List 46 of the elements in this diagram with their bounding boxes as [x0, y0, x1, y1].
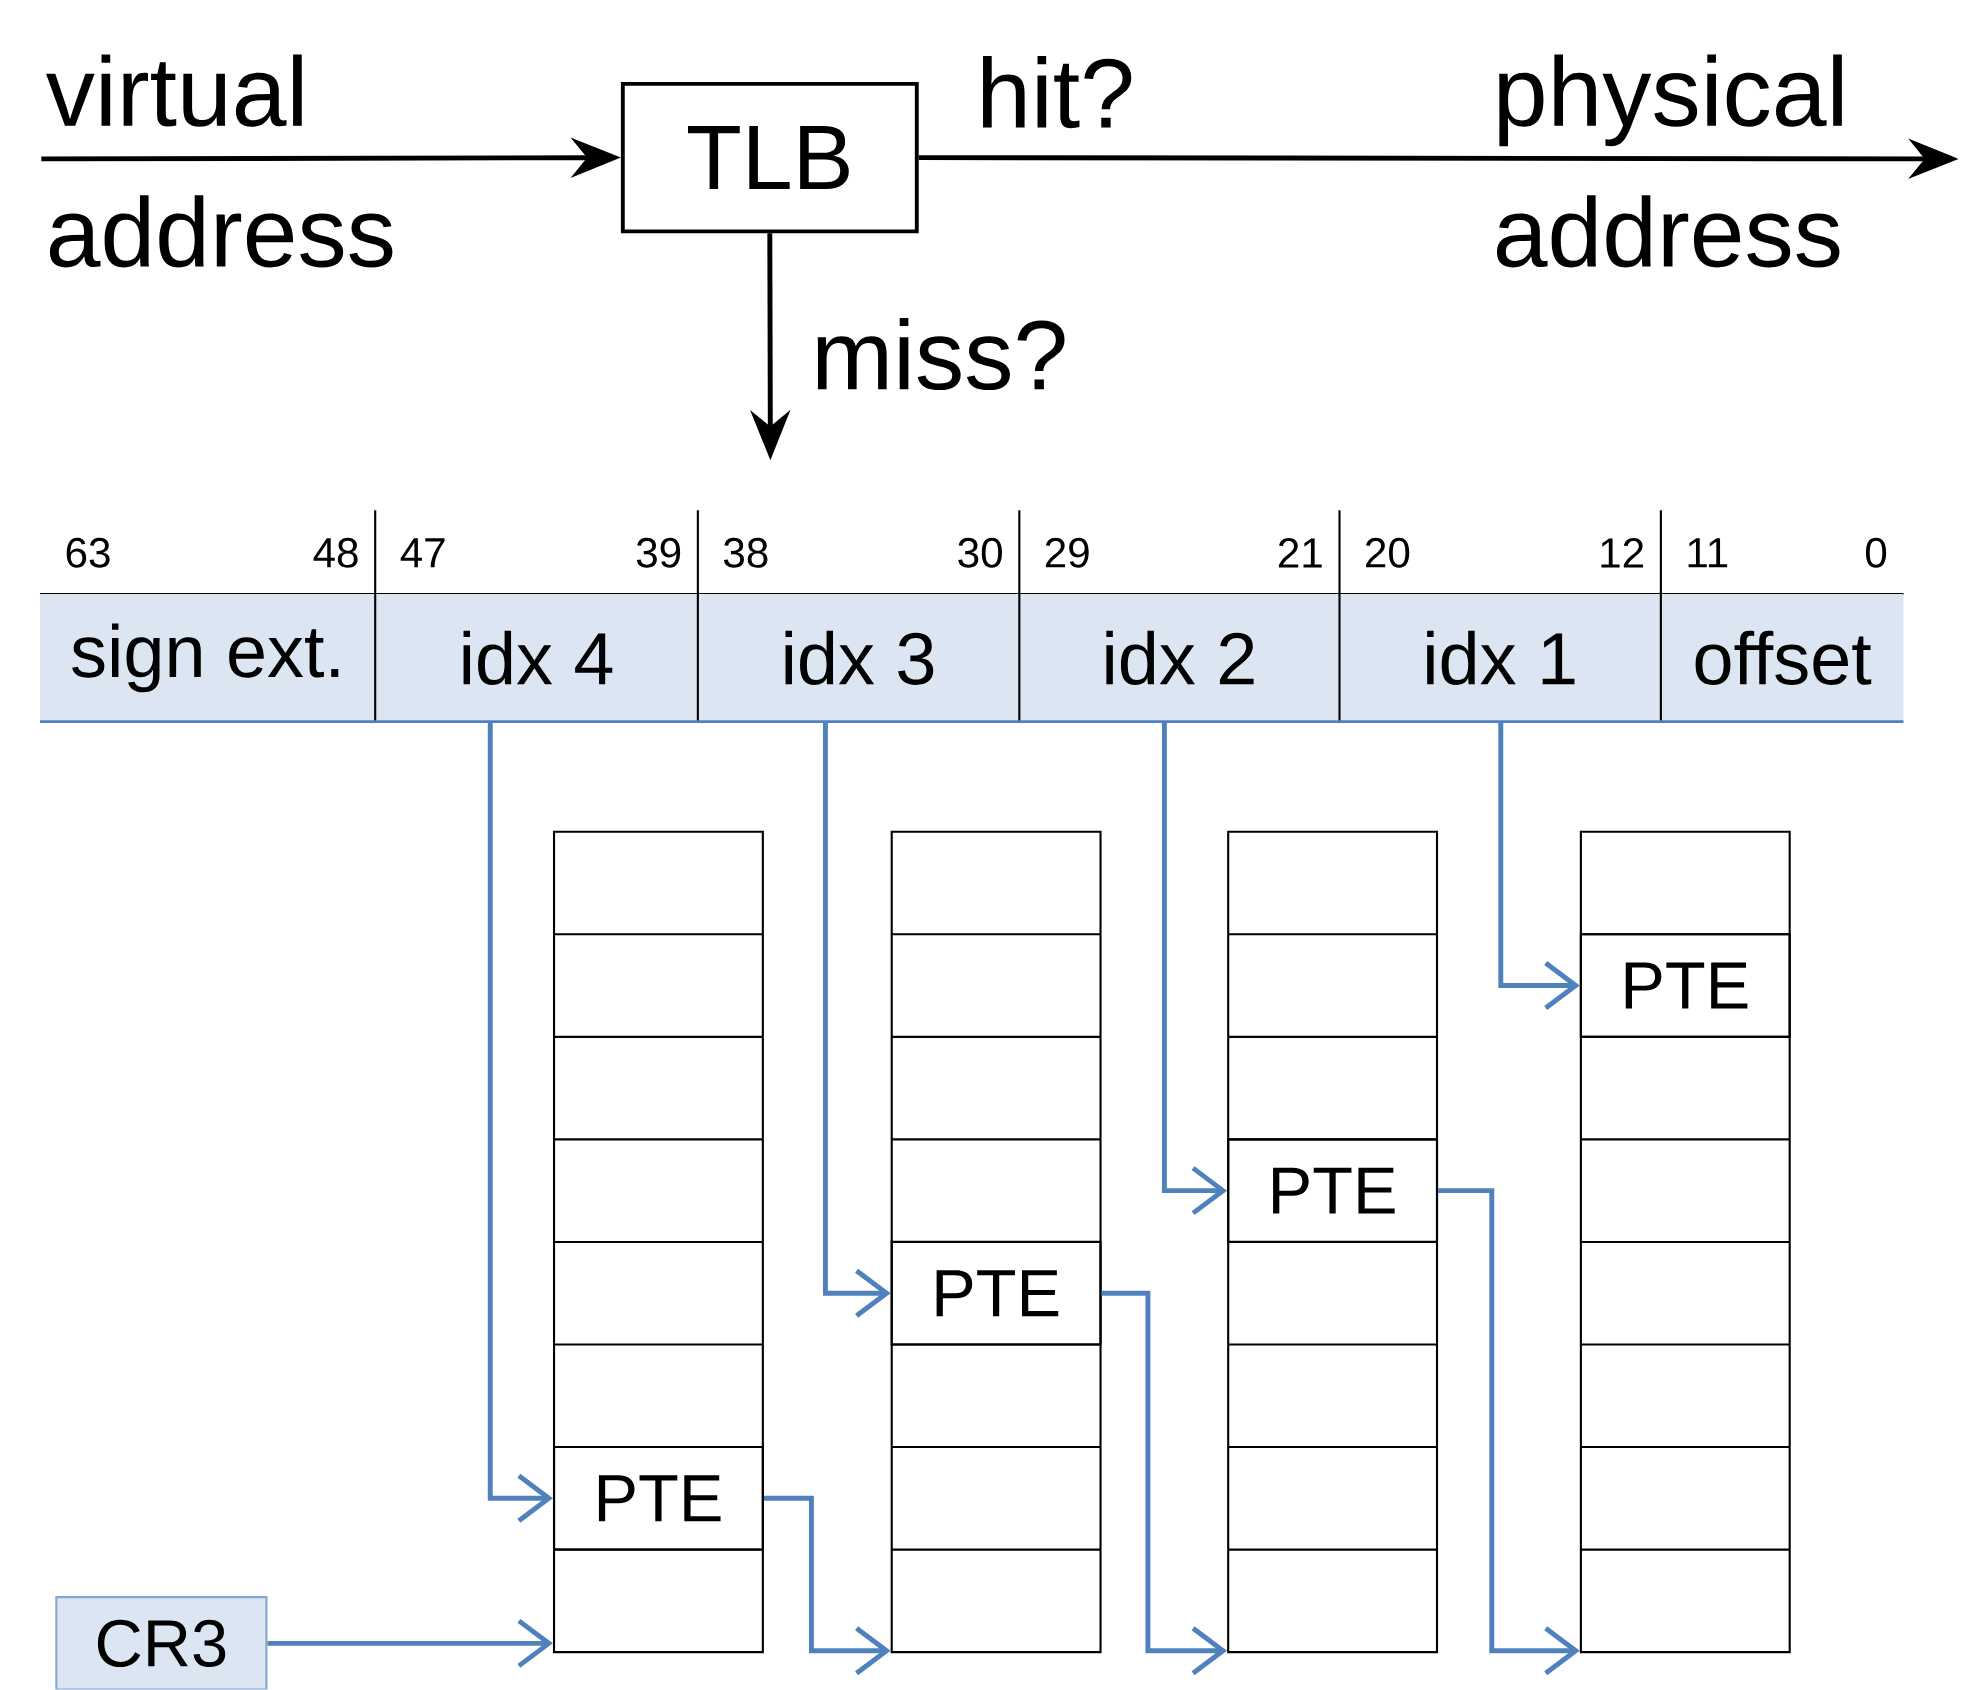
- address-field-cell: idx 1: [1339, 594, 1661, 722]
- address-label: physical address: [1496, 54, 1842, 268]
- tlb-box: TLB: [620, 82, 919, 234]
- bit-number: 12: [1601, 538, 1643, 568]
- arrow: [763, 1496, 891, 1676]
- bit-number: 39: [636, 538, 681, 568]
- arrow: [1161, 722, 1228, 1216]
- arrow: [1438, 1188, 1580, 1676]
- bit-number: 63: [66, 538, 110, 568]
- bit-number: 30: [958, 538, 1002, 568]
- bit-number: 20: [1366, 538, 1410, 568]
- bit-number: 38: [724, 538, 768, 568]
- node-label: idx 3: [785, 630, 934, 686]
- bit-number: 21: [1278, 538, 1322, 568]
- bit-number: 47: [400, 538, 445, 568]
- edge-label: hit?: [983, 56, 1132, 129]
- bit-number: 29: [1045, 538, 1089, 568]
- arrow: [487, 722, 553, 1523]
- node-label: offset: [1695, 630, 1872, 686]
- register-box: CR3: [55, 1596, 268, 1690]
- address-field-cell: offset: [1660, 594, 1904, 722]
- bit-number: 11: [1688, 538, 1728, 568]
- table-entry: PTE: [890, 1241, 1102, 1346]
- address-field-cell: sign ext.: [40, 594, 376, 722]
- arrow: [267, 1619, 553, 1669]
- bit-number: 0: [1865, 538, 1887, 568]
- address-field-cell: idx 2: [1019, 594, 1340, 722]
- table-entry: PTE: [1227, 1138, 1439, 1244]
- page-table: [1227, 830, 1439, 1654]
- bit-number: 48: [313, 538, 358, 568]
- arrow: [822, 722, 891, 1318]
- edge-label: virtual address: [46, 54, 393, 268]
- address-field-cell: idx 3: [697, 594, 1020, 722]
- table-entry: PTE: [1579, 933, 1791, 1039]
- node-label: sign ext.: [72, 623, 339, 693]
- node-label: idx 2: [1106, 630, 1254, 686]
- arrow: [1498, 722, 1580, 1011]
- table-entry: PTE: [553, 1446, 764, 1551]
- edge-label: miss?: [817, 318, 1065, 391]
- page-table: [890, 830, 1102, 1654]
- page-table: [553, 830, 764, 1654]
- node-label: idx 1: [1427, 630, 1575, 686]
- address-field-cell: idx 4: [375, 594, 698, 722]
- node-label: idx 4: [463, 630, 613, 686]
- arrow: [1101, 1290, 1228, 1676]
- page-table: [1579, 830, 1791, 1654]
